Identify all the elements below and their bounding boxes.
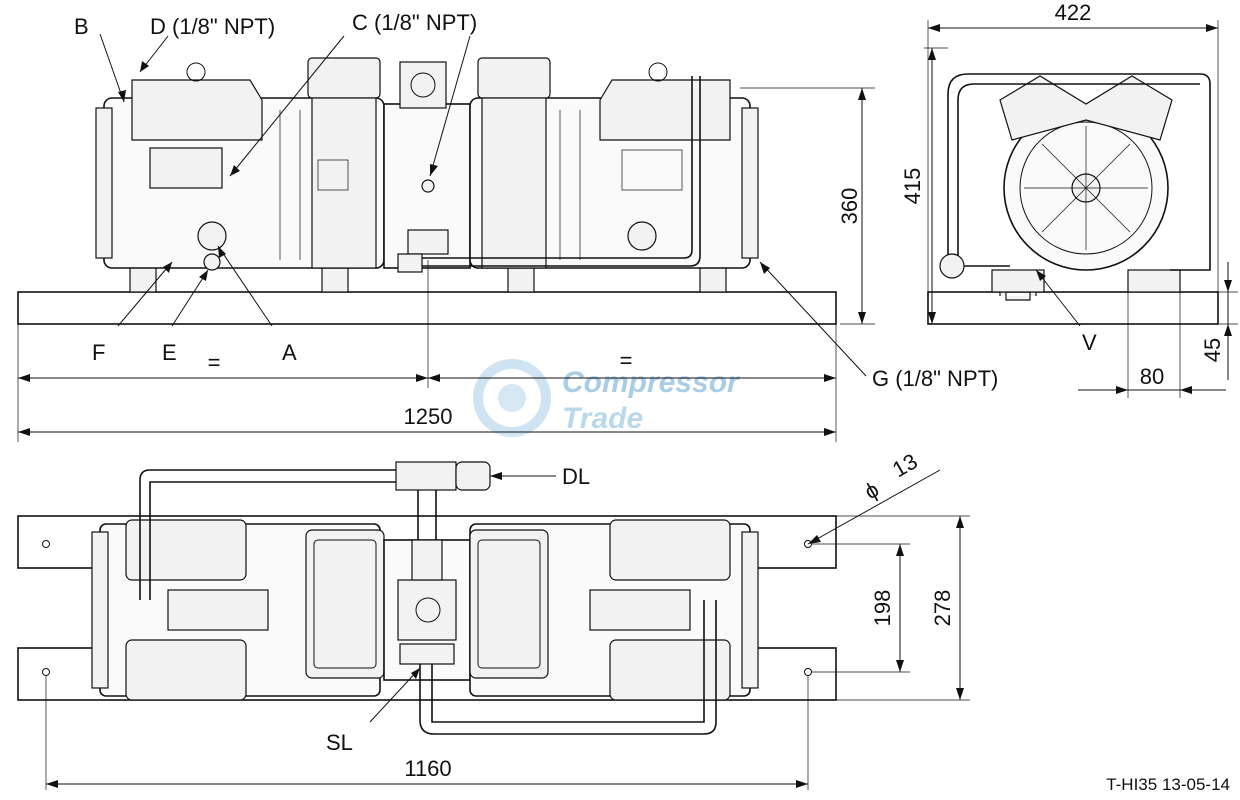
left-motor-cap [95,107,113,259]
side-view: 422 415 45 80 V [900,0,1238,398]
equal-mark-left: = [208,350,221,375]
front-base-rail [17,291,837,325]
front-foot-1 [129,265,157,293]
label-a: A [282,340,297,365]
front-pipe-fitting [397,253,423,273]
label-v: V [1082,330,1097,355]
dim-top-outer-width: 278 [930,590,955,627]
label-dl: DL [562,464,590,489]
top-right-head-1 [609,519,731,581]
top-view: DL SL 1160 198 278 ϕ 13 [17,448,970,790]
front-view: 360 = = 1250 B D (1/8" NPT) C (1/8" NPT)… [17,10,998,442]
right-oil-sightglass [627,221,657,251]
diameter-symbol: ϕ [860,477,883,505]
left-drain-plug [203,253,221,271]
label-e: E [162,340,177,365]
right-motor-cap [741,107,759,259]
left-nameplate [149,147,223,189]
leader-sl [369,667,421,723]
label-b: B [74,14,89,39]
side-base-rail [927,291,1219,325]
leader-c-left [229,35,345,177]
left-cylinder-head [131,79,263,141]
dim-top-inner-width: 198 [870,590,895,627]
top-suction-pipe [419,600,717,735]
top-left-motor-cap [91,531,109,689]
side-pipe-elbow [939,253,965,279]
leader-f [117,261,173,327]
drawing-reference: T-HI35 13-05-14 [1106,775,1230,794]
right-cylinder-head [599,79,731,141]
front-foot-2 [321,265,349,293]
leader-v [1035,269,1081,327]
label-f: F [92,340,105,365]
side-left-foot [999,291,1037,301]
top-center-valve [397,579,457,641]
dim-side-height: 415 [900,168,925,205]
right-terminal-box [477,57,551,99]
side-cylinder-heads [999,75,1173,141]
top-right-head-2 [609,639,731,701]
watermark-line1: Compressor [562,366,741,399]
top-left-head-2 [125,639,247,701]
top-left-head-1 [125,519,247,581]
label-d: D (1/8" NPT) [150,14,275,39]
top-hole-3 [42,668,50,676]
leader-e [171,269,209,327]
dim-front-length: 1250 [404,404,453,429]
top-discharge-tee [395,461,457,491]
top-discharge-nut [455,461,491,491]
front-foot-3 [507,265,535,293]
top-discharge-pipe [139,469,400,600]
equal-mark-right: = [620,348,633,373]
dim-side-width: 422 [1055,0,1092,25]
front-foot-4 [699,265,727,293]
top-left-terminal-box [305,529,385,679]
side-left-foot-plate [991,269,1045,293]
top-hole-1 [42,540,50,548]
top-right-motor-cap [741,531,759,689]
right-motor-section [481,97,547,269]
side-right-foot-plate [1127,269,1181,293]
watermark-line2: Trade [562,402,643,435]
top-right-center [589,589,691,631]
top-right-terminal-box [469,529,549,679]
watermark-logo-core [498,384,526,412]
label-g: G (1/8" NPT) [872,366,998,391]
top-suction-fitting [399,643,455,665]
label-sl: SL [326,730,353,755]
dim-top-length: 1160 [404,756,451,781]
front-oil-pipe [406,76,701,267]
label-c: C (1/8" NPT) [352,10,477,35]
center-lower-block [407,229,449,255]
top-left-center [167,589,269,631]
left-terminal-box [307,57,381,99]
top-hole-4 [804,668,812,676]
leader-a [217,245,273,327]
left-oil-sightglass [197,221,227,251]
left-motor-section [311,97,377,269]
dim-hole-diameter: 13 [888,448,922,482]
dim-side-foot-width: 80 [1140,364,1164,389]
leader-c-right [429,35,471,177]
center-port-c [421,179,435,193]
leader-b [99,33,125,103]
leader-g [759,261,867,377]
watermark: Compressor Trade [473,359,741,437]
side-pipe [947,73,1211,271]
leader-hole-diameter [807,469,941,545]
left-lifting-eye [186,62,206,82]
center-valve-block [399,61,447,109]
top-hole-2 [804,540,812,548]
dim-front-height: 360 [837,188,862,225]
right-lifting-eye [648,62,668,82]
dim-side-foot-height: 45 [1200,338,1225,362]
